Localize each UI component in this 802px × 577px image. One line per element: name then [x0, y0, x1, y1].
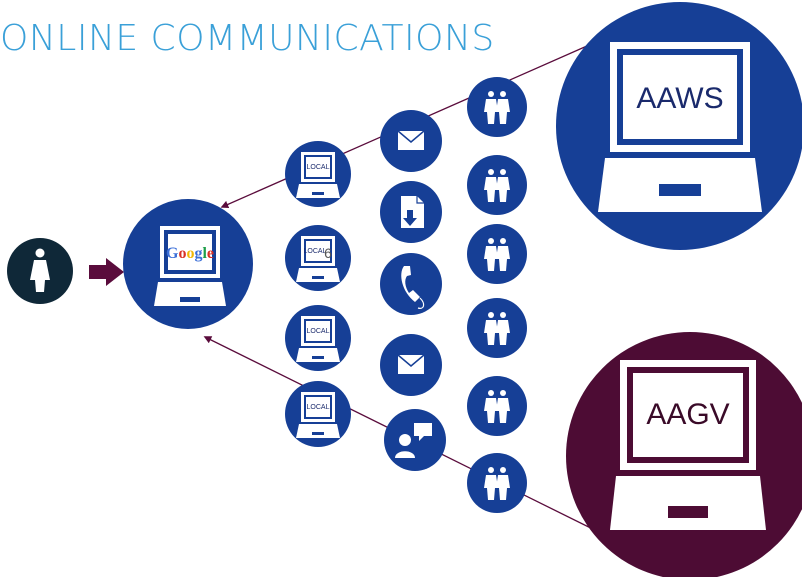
local-extra: 6: [324, 245, 332, 261]
local-label: LOCAL: [307, 328, 330, 335]
group-icon: [467, 376, 527, 436]
local-laptop-2: LOCAL 6: [285, 225, 351, 291]
server-label: AAWS: [636, 82, 723, 115]
local-laptop-4: LOCAL: [285, 381, 351, 447]
group-icon: [467, 155, 527, 215]
local-label: LOCAL: [304, 248, 327, 255]
local-laptop-3: LOCAL: [285, 305, 351, 371]
mail-icon: [380, 110, 442, 172]
server-label: AAGV: [646, 398, 729, 431]
chat-user-icon: [384, 409, 446, 471]
person-icon: [7, 238, 73, 304]
group-icon: [467, 77, 527, 137]
group-icon: [467, 298, 527, 358]
local-label: LOCAL: [307, 164, 330, 171]
document-download-icon: [380, 181, 442, 243]
page-title: ONLINE COMMUNICATIONS: [0, 18, 495, 59]
phone-icon: [380, 253, 442, 315]
arrow-right-icon: [89, 258, 124, 286]
server-aaws: AAWS: [556, 2, 802, 250]
mail-icon: [380, 334, 442, 396]
google-logo: Google: [166, 245, 214, 262]
google-laptop-icon: Google: [123, 199, 253, 329]
group-icon: [467, 224, 527, 284]
group-icon: [467, 453, 527, 513]
local-label: LOCAL: [307, 404, 330, 411]
local-laptop-1: LOCAL: [285, 141, 351, 207]
server-aagv: AAGV: [566, 332, 802, 577]
